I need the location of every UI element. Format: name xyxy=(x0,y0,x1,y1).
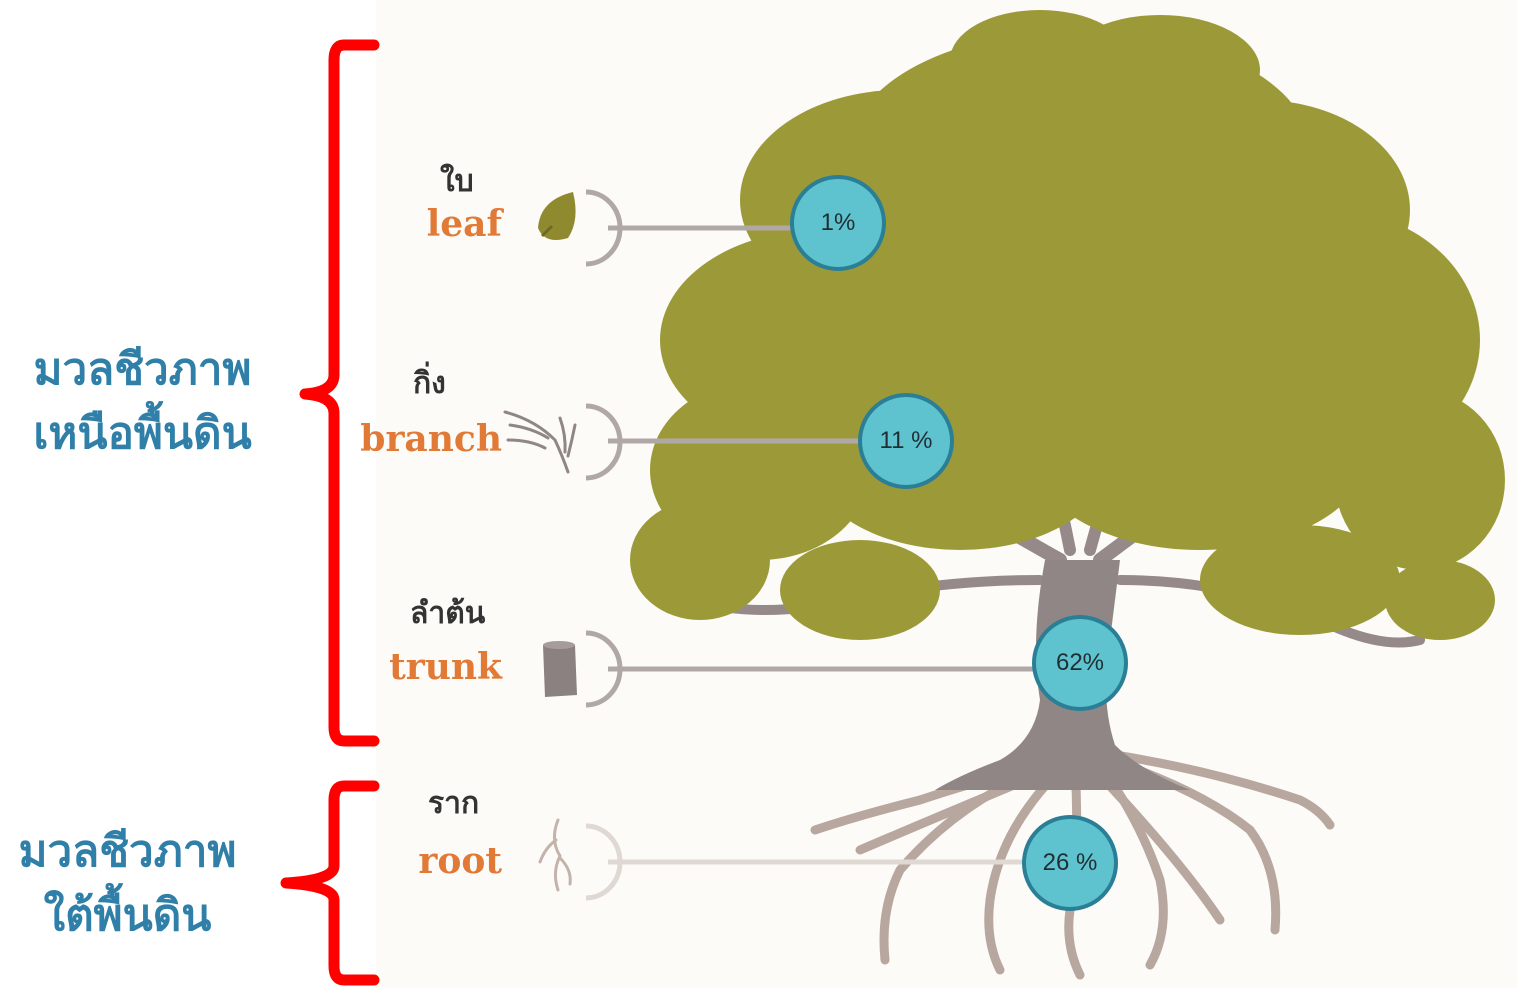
root-english-label: root xyxy=(282,840,502,882)
trunk-english-label: trunk xyxy=(282,646,502,688)
root-thai-label: ราก xyxy=(428,780,479,827)
below-ground-label-line1: มวลชีวภาพ xyxy=(0,820,255,884)
branch-percent-badge: 11 % xyxy=(858,393,954,489)
leaf-icon xyxy=(538,192,576,240)
trunk-percent-badge: 62% xyxy=(1032,615,1128,711)
leaf-percent-badge: 1% xyxy=(790,175,886,271)
below-ground-bracket xyxy=(286,786,374,980)
above-ground-label-line1: มวลชีวภาพ xyxy=(10,338,275,402)
above-ground-label: มวลชีวภาพ เหนือพื้นดิน xyxy=(10,338,275,466)
below-ground-label-line2: ใต้พื้นดิน xyxy=(0,884,255,948)
leaf-thai-label: ใบ xyxy=(440,158,474,205)
root-percent-badge: 26 % xyxy=(1022,815,1118,911)
above-ground-bracket xyxy=(305,45,374,741)
leaf-english-label: leaf xyxy=(282,203,502,245)
trunk-thai-label: ลำต้น xyxy=(410,590,485,637)
branch-thai-label: กิ่ง xyxy=(413,360,446,407)
root-icon xyxy=(540,820,570,890)
branch-icon xyxy=(505,412,575,472)
above-ground-label-line2: เหนือพื้นดิน xyxy=(10,402,275,466)
trunk-icon xyxy=(543,641,577,697)
branch-english-label: branch xyxy=(282,418,502,460)
below-ground-label: มวลชีวภาพ ใต้พื้นดิน xyxy=(0,820,255,948)
